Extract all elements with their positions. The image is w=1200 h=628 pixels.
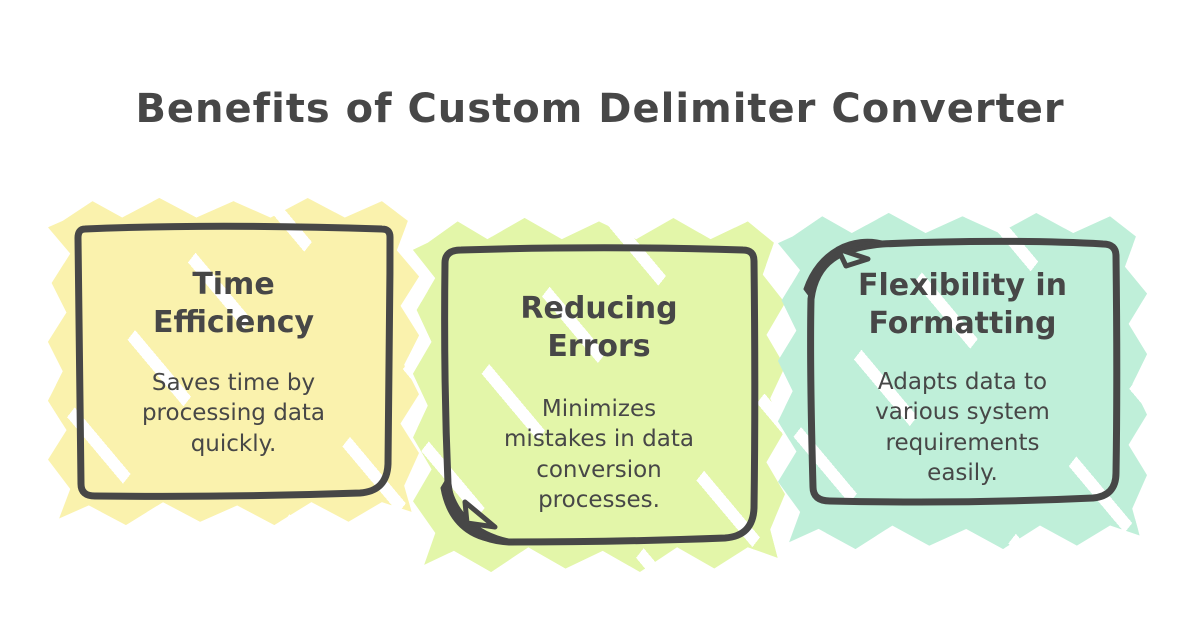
note-content: Flexibility in Formatting Adapts data to… <box>800 235 1125 527</box>
note-title-line: Time <box>192 267 275 302</box>
note-body: Adapts data to various system requiremen… <box>875 368 1050 487</box>
fold-curl-shape <box>440 476 515 544</box>
note-content: Reducing Errors Minimizes mistakes in da… <box>435 240 763 550</box>
note-body: Minimizes mistakes in data conversion pr… <box>504 395 694 514</box>
scribble-fill-yellow <box>48 198 419 525</box>
note-title: Time Efficiency <box>153 266 314 342</box>
note-title: Reducing Errors <box>520 290 677 366</box>
note-title-line: Reducing <box>520 291 678 326</box>
sticky-note-border-icon <box>74 222 394 500</box>
note-title-line: Flexibility in <box>857 268 1068 303</box>
note-title-line: Formatting <box>868 305 1057 341</box>
fold-flap-shape <box>462 499 498 530</box>
scribble-fill-mint <box>778 213 1147 549</box>
fold-flap-shape <box>835 246 871 269</box>
note-card-reducing-errors: Reducing Errors Minimizes mistakes in da… <box>413 218 785 572</box>
note-title-line: Efficiency <box>152 304 315 340</box>
sticky-note-border-folded-corner-icon <box>440 244 759 546</box>
note-content: Time Efficiency Saves time by processing… <box>70 220 397 503</box>
note-card-time-efficiency: Time Efficiency Saves time by processing… <box>48 198 419 525</box>
page-title: Benefits of Custom Delimiter Converter <box>135 86 1065 132</box>
note-body: Saves time by processing data quickly. <box>141 369 326 457</box>
note-title: Flexibility in Formatting <box>858 267 1067 343</box>
note-title-line: Errors <box>547 328 651 364</box>
sticky-note-border-folded-corner-icon <box>803 237 1121 506</box>
note-card-flexibility-in-formatting: Flexibility in Formatting Adapts data to… <box>778 213 1147 549</box>
